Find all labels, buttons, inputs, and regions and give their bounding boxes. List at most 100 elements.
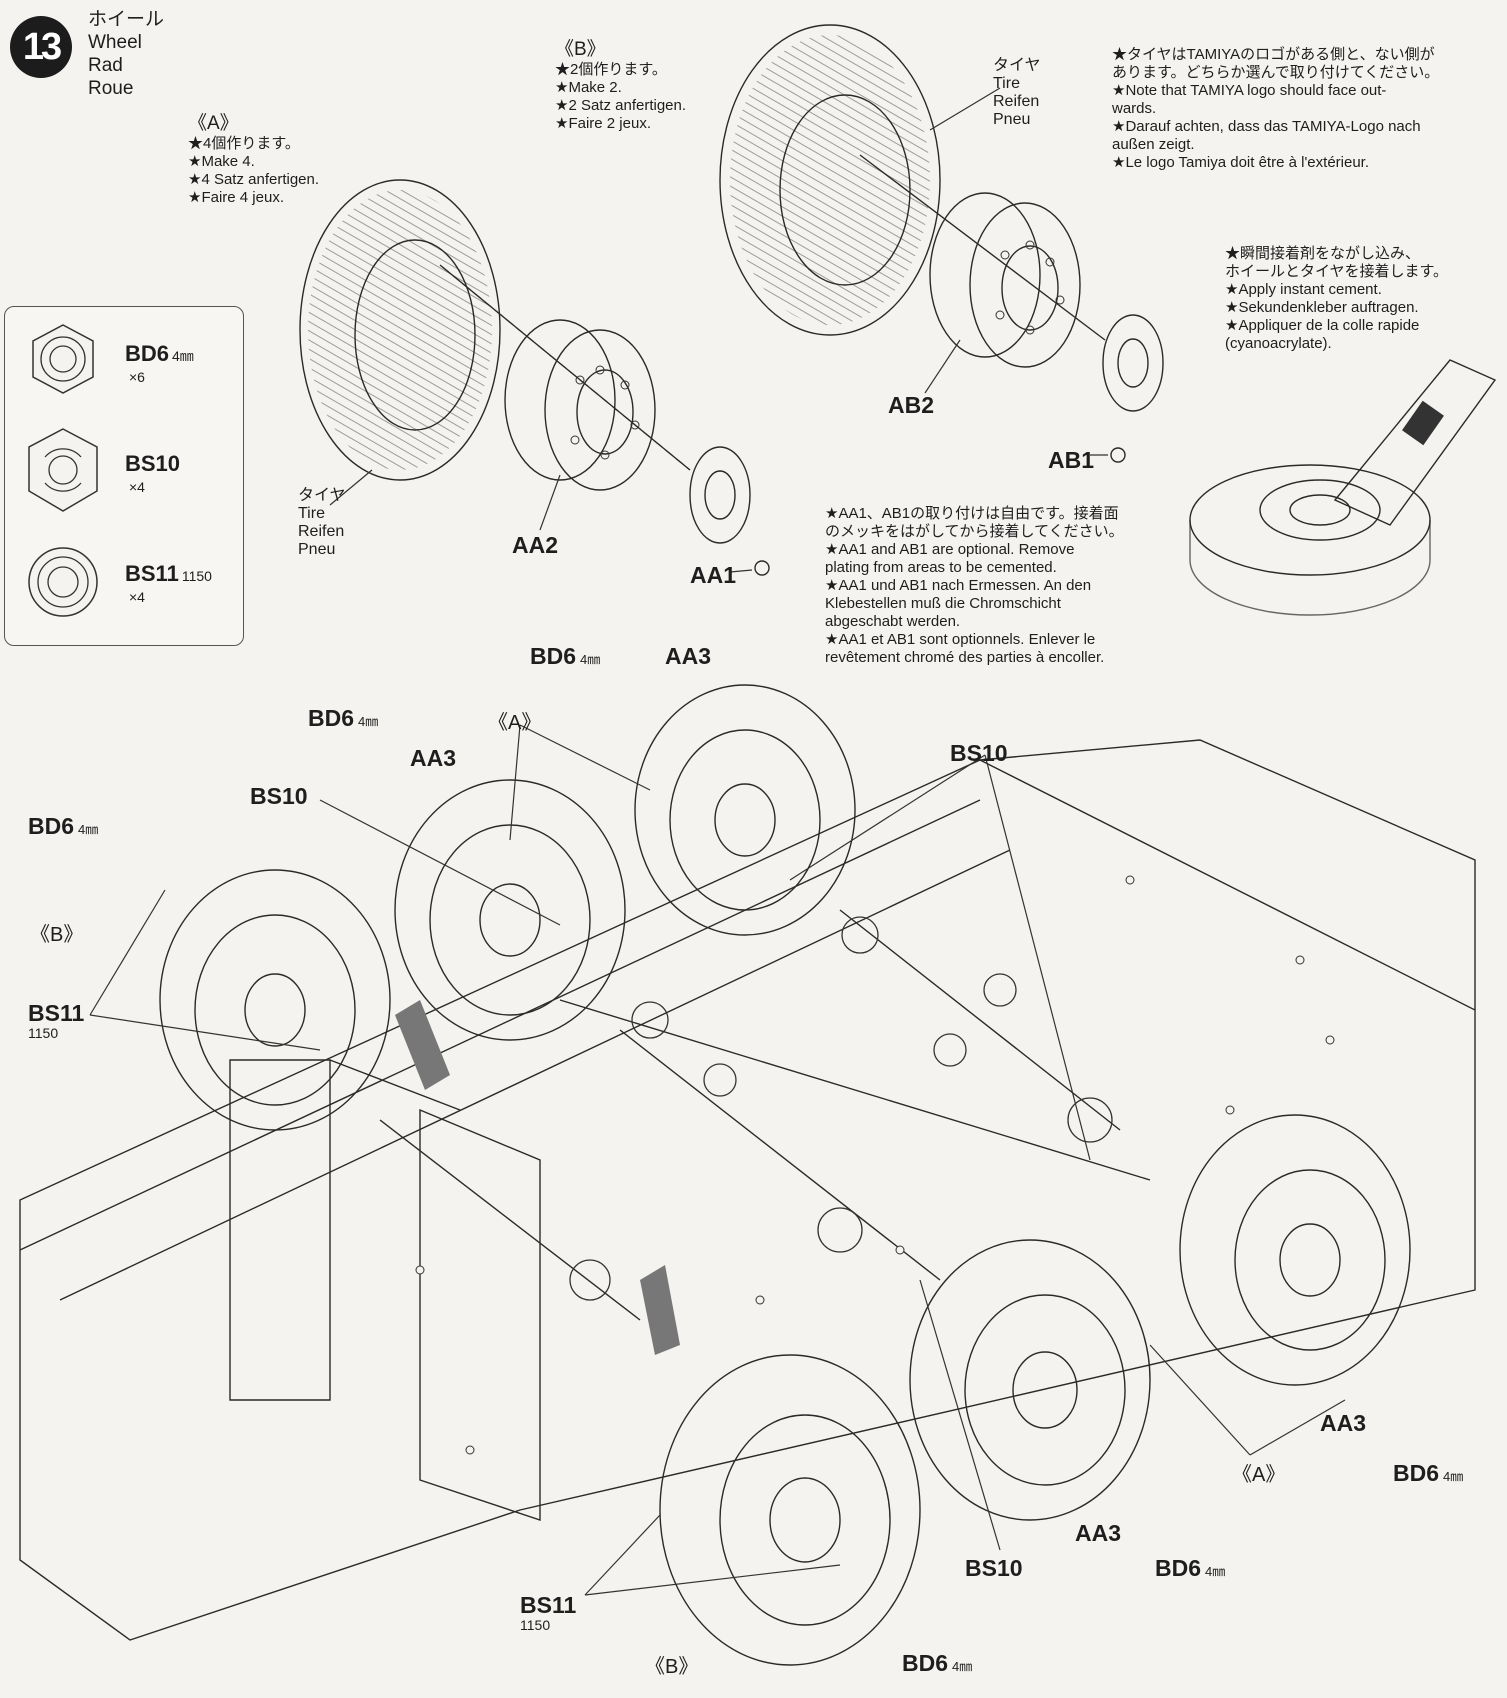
- part-name: BD6: [1155, 1555, 1202, 1581]
- wheel-front-left: [159, 869, 391, 1131]
- optional-note-line: ★AA1、AB1の取り付けは自由です。接着面: [825, 505, 1119, 522]
- rim-ab2: [929, 192, 1041, 358]
- legend-row-bs10: BS10 ×4: [5, 417, 243, 527]
- part-name: BD6: [530, 643, 577, 669]
- cement-note: ★瞬間接着剤をながし込み、 ホイールとタイヤを接着します。 ★Apply ins…: [1225, 245, 1448, 353]
- cement-note-line: ★Apply instant cement.: [1225, 281, 1382, 298]
- chassis-assembly: [19, 739, 1476, 1641]
- cement-note-line: (cyanoacrylate).: [1225, 335, 1332, 352]
- title-de: Rad: [88, 55, 123, 76]
- cement-nozzle-right: [640, 1265, 680, 1355]
- group-b-line: ★Make 2.: [555, 79, 622, 96]
- callout-group-b: 《B》: [30, 924, 84, 946]
- cement-note-line: ホイールとタイヤを接着します。: [1225, 263, 1449, 280]
- group-a-line: ★Faire 4 jeux.: [188, 189, 284, 206]
- group-b-instructions: 《B》 ★2個作ります。 ★Make 2. ★2 Satz anfertigen…: [555, 34, 686, 133]
- bearing-icon: [28, 547, 98, 617]
- callout-aa3: AA3: [1320, 1410, 1367, 1436]
- tire-ja: タイヤ: [298, 487, 346, 504]
- logo-note-line: あります。どちらか選んで取り付けてください。: [1112, 64, 1440, 81]
- legend-bs10-name: BS10: [125, 451, 181, 476]
- group-a-label: 《A》: [188, 113, 239, 134]
- callout-bs11: BS11 1150: [28, 1002, 84, 1043]
- tire-label-a: タイヤ Tire Reifen Pneu: [298, 487, 346, 559]
- optional-note-line: ★AA1 und AB1 nach Ermessen. An den: [825, 577, 1092, 594]
- callout-bs10: BS10: [250, 783, 308, 809]
- callout-aa3: AA3: [410, 745, 457, 771]
- tire-ja: タイヤ: [993, 57, 1041, 74]
- hex-nut-icon: [32, 324, 94, 394]
- hubcap-aa1: [689, 446, 751, 544]
- optional-note-line: plating from areas to be cemented.: [825, 559, 1057, 576]
- part-size: 4㎜: [1443, 1469, 1464, 1484]
- callout-group-a: 《A》: [488, 712, 542, 734]
- callout-bs10: BS10: [950, 740, 1008, 766]
- part-name: BD6: [1393, 1460, 1440, 1486]
- group-b-line: ★Faire 2 jeux.: [555, 115, 651, 132]
- legend-bs11-qty: ×4: [129, 589, 145, 605]
- callout-bs10: BS10: [965, 1555, 1023, 1581]
- group-a-instructions: 《A》 ★4個作ります。 ★Make 4. ★4 Satz anfertigen…: [188, 108, 319, 207]
- part-size: 4㎜: [172, 348, 194, 364]
- group-a-line: ★4個作ります。: [188, 135, 300, 152]
- part-size: 1150: [520, 1617, 551, 1633]
- exploded-wheel-a: [299, 179, 770, 576]
- callout-ab1: AB1: [1048, 447, 1095, 473]
- optional-note-line: のメッキをはがしてから接着してください。: [825, 523, 1124, 540]
- hubcap-ab1: [1102, 314, 1164, 412]
- cement-note-line: ★瞬間接着剤をながし込み、: [1225, 245, 1421, 262]
- step-title: ホイール Wheel Rad Roue: [88, 8, 164, 100]
- callout-aa2: AA2: [512, 532, 559, 558]
- part-size: 4㎜: [358, 714, 379, 729]
- part-name: BD6: [308, 705, 355, 731]
- tire-a: [299, 179, 501, 481]
- screw-ab1: [1110, 447, 1126, 463]
- logo-note-line: außen zeigt.: [1112, 136, 1195, 153]
- wheel-front-right: [659, 1354, 921, 1666]
- part-size: 4㎜: [78, 822, 99, 837]
- optional-parts-note: ★AA1、AB1の取り付けは自由です。接着面 のメッキをはがしてから接着してくだ…: [825, 505, 1124, 667]
- part-name: BS11: [520, 1592, 577, 1618]
- tire-label-b: タイヤ Tire Reifen Pneu: [993, 57, 1041, 129]
- cement-note-line: ★Appliquer de la colle rapide: [1225, 317, 1420, 334]
- bolt-holes-aa2: [570, 365, 640, 460]
- rim-aa2: [504, 319, 616, 481]
- wheel-mid-right: [909, 1239, 1151, 1521]
- part-name: BD6: [125, 341, 170, 366]
- tire-fr: Pneu: [298, 541, 336, 558]
- callout-aa1: AA1: [690, 562, 737, 588]
- tire-b: [719, 24, 941, 336]
- title-ja: ホイール: [88, 9, 165, 30]
- group-b-line: ★2個作ります。: [555, 61, 667, 78]
- part-name: BD6: [902, 1650, 949, 1676]
- group-a-line: ★4 Satz anfertigen.: [188, 171, 320, 188]
- leader-lines: [89, 87, 1346, 1596]
- callout-group-a: 《A》: [1232, 1464, 1286, 1486]
- part-size: 4㎜: [952, 1659, 973, 1674]
- tire-en: Tire: [298, 505, 325, 522]
- part-name: BD6: [28, 813, 75, 839]
- wheel-rear-left: [634, 684, 856, 936]
- callout-aa3: AA3: [665, 643, 712, 669]
- bushing-icon: [28, 428, 98, 512]
- legend-bd6-qty: ×6: [129, 369, 145, 385]
- part-name: BS11: [125, 561, 179, 586]
- chassis-frame: [19, 759, 1476, 1641]
- part-size: 1150: [28, 1025, 59, 1041]
- legend-bs10-qty: ×4: [129, 479, 145, 495]
- part-size: 4㎜: [1205, 1564, 1226, 1579]
- group-b-label: 《B》: [555, 39, 606, 60]
- optional-note-line: abgeschabt werden.: [825, 613, 961, 630]
- optional-note-line: ★AA1 et AB1 sont optionnels. Enlever le: [825, 631, 1096, 648]
- optional-note-line: Klebestellen muß die Chromschicht: [825, 595, 1061, 612]
